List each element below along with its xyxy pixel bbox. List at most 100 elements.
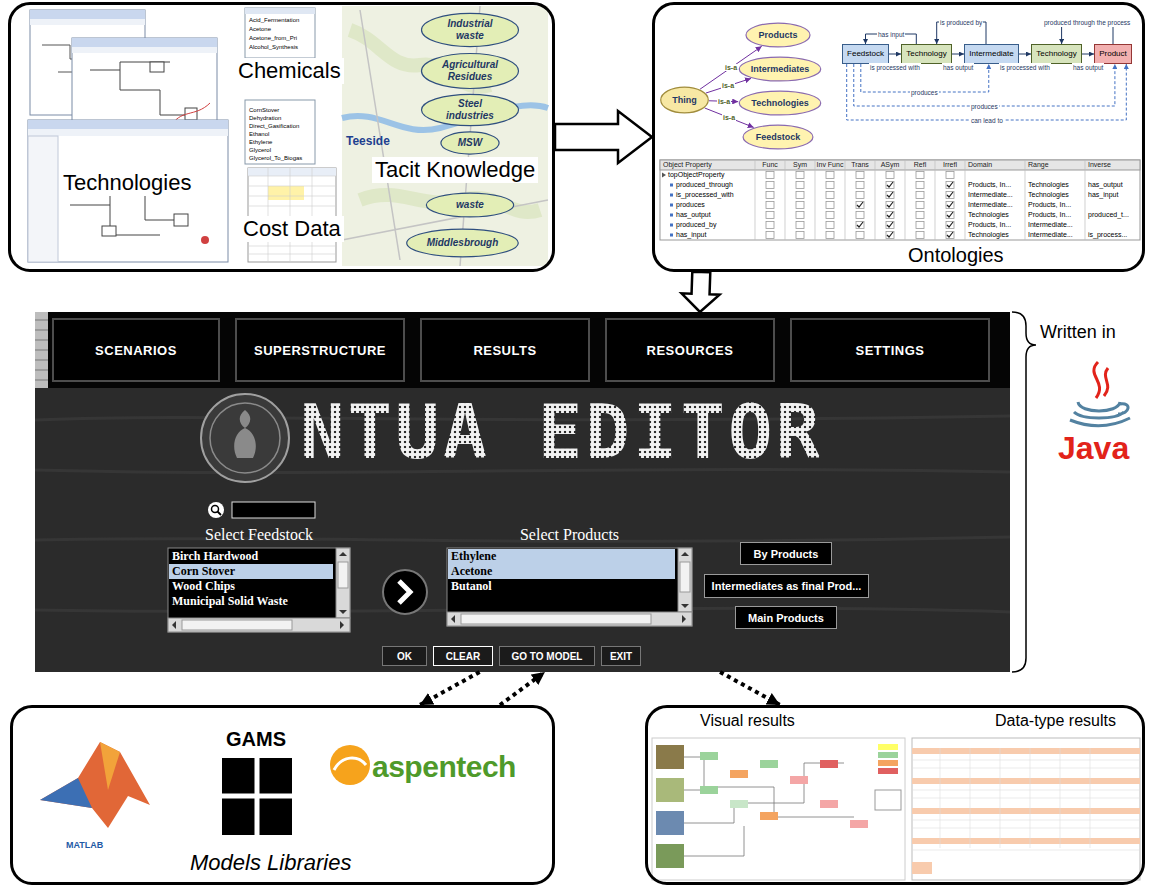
panel-text: Data-type results xyxy=(995,712,1116,730)
data-results-image xyxy=(912,778,1140,784)
software-screenshots xyxy=(72,38,217,47)
edge-label: has output xyxy=(942,63,974,72)
edge-label: is-a xyxy=(724,64,738,71)
visual-results-image xyxy=(878,768,898,774)
search-icon xyxy=(218,512,222,516)
software-screenshots xyxy=(90,62,190,115)
table-cell: ASym xyxy=(875,160,905,170)
edge-label: is processed with xyxy=(999,63,1051,72)
curly-bracket xyxy=(1012,312,1036,672)
visual-results-image xyxy=(684,757,854,856)
note-text: Written in xyxy=(1040,322,1116,343)
table-cell: Irrefl xyxy=(935,160,965,170)
cost-spreadsheet xyxy=(248,168,336,262)
table-cell: Technologies xyxy=(968,230,1009,240)
node-label: OK xyxy=(397,651,412,662)
transfer-button xyxy=(399,581,410,603)
action-button: OK xyxy=(382,646,427,666)
university-seal xyxy=(210,403,280,473)
oval-outline xyxy=(739,57,820,81)
oval-outline xyxy=(407,229,519,257)
class-node: Products xyxy=(745,22,811,48)
visual-results-image xyxy=(652,738,905,880)
ontology-table xyxy=(670,204,673,207)
cost-spreadsheet xyxy=(268,186,304,200)
node-label: SETTINGS xyxy=(855,343,924,358)
edge-label: is-a xyxy=(722,114,736,121)
table-cell: Products, In... xyxy=(1028,210,1071,220)
table-cell: Domain xyxy=(968,160,992,170)
node-label: Intermediate xyxy=(969,49,1013,59)
node-label: Product xyxy=(1099,49,1127,59)
flow-arrow xyxy=(555,111,652,163)
relation-arrow xyxy=(847,64,1127,120)
data-results-image xyxy=(912,838,1140,844)
concept-box: Product xyxy=(1094,44,1132,64)
transfer-button xyxy=(383,570,427,614)
node-label: SUPERSTRUCTURE xyxy=(254,343,386,358)
node-label: Industrial waste xyxy=(435,18,505,42)
node-label: SCENARIOS xyxy=(95,343,177,358)
node-label: Middlesbrough xyxy=(427,237,499,249)
oval-outline xyxy=(422,13,519,46)
table-cell: produced_through xyxy=(676,180,733,190)
node-label: waste xyxy=(456,199,484,211)
relation-arrow xyxy=(1019,54,1031,55)
listbox-frame xyxy=(168,548,350,632)
listbox-frame xyxy=(336,548,350,618)
panel-text: Chemicals xyxy=(235,58,344,84)
node-label: Products xyxy=(758,30,797,40)
listbox-frame xyxy=(338,562,348,588)
map-region-oval: Steel industries xyxy=(420,93,520,127)
listbox-frame xyxy=(168,548,692,632)
visual-results-image xyxy=(875,790,901,810)
data-results-image xyxy=(912,748,1140,850)
table-cell: is_process... xyxy=(1088,230,1127,240)
chemical-name: Direct_Gasification xyxy=(249,122,299,130)
table-cell: Intermediate... xyxy=(1028,220,1073,230)
panel-text: MATLAB xyxy=(66,840,103,850)
edge-label: is processed with xyxy=(869,63,921,72)
aspentech-logo xyxy=(334,758,366,770)
visual-results-image xyxy=(652,738,905,880)
menu-tab: SUPERSTRUCTURE xyxy=(235,318,405,382)
panel-text: Cost Data xyxy=(240,216,344,242)
oval-outline xyxy=(739,91,820,115)
oval-outline xyxy=(441,132,499,154)
decoration xyxy=(420,22,1126,705)
action-button: GO TO MODEL xyxy=(499,646,595,666)
concept-box: Technology xyxy=(1031,44,1082,64)
panel-text: Models Libraries xyxy=(190,850,351,876)
option-button: Intermediates as final Prod... xyxy=(704,574,869,598)
results-panel: Visual resultsData-type results xyxy=(645,705,1145,885)
software-screenshots xyxy=(28,129,228,136)
list-item: Municipal Solid Waste xyxy=(169,594,333,609)
menu-tab: SCENARIOS xyxy=(52,318,220,382)
visual-results-image xyxy=(760,812,778,820)
ontology-table xyxy=(660,160,1140,240)
node-label: Steel industries xyxy=(435,98,505,122)
panel-text: Tacit Knowledge xyxy=(372,157,538,183)
oval-outline xyxy=(422,94,519,125)
ontology-table xyxy=(670,194,673,197)
oval-outline xyxy=(661,87,709,113)
node-label: Technologies xyxy=(751,98,808,108)
edge-label: produced through the process xyxy=(1043,18,1131,27)
node-label: Technology xyxy=(906,49,946,59)
edge-label: produces xyxy=(910,88,939,97)
visual-results-image xyxy=(850,820,868,828)
node-label: Main Products xyxy=(748,612,824,624)
software-screenshots xyxy=(201,236,209,244)
relation-arrow xyxy=(854,64,1115,106)
chemical-name: Ethylene xyxy=(249,138,272,146)
node-label: By Products xyxy=(754,548,819,560)
oval-outline xyxy=(422,54,519,89)
dotted-arrow xyxy=(720,672,780,705)
visual-results-image xyxy=(790,776,808,784)
listbox-frame xyxy=(168,618,350,632)
search-icon xyxy=(212,506,219,513)
menu-tab: RESULTS xyxy=(420,318,590,382)
table-cell: Products, In... xyxy=(968,220,1011,230)
edge-label: is produced by xyxy=(939,18,983,27)
table-cell: Inverse xyxy=(1088,160,1111,170)
